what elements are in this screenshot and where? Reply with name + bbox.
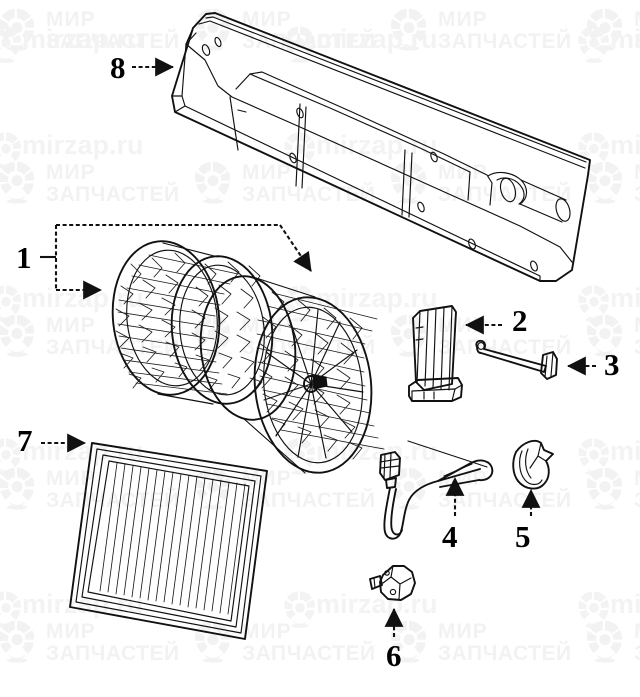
leader-lines [40, 57, 596, 637]
part-blower-housing-cover [171, 12, 591, 282]
part-rubber-grommet [512, 439, 554, 490]
callout-number-7: 7 [17, 423, 33, 458]
callout-number-6: 6 [386, 638, 402, 673]
callout-number-1: 1 [16, 240, 32, 275]
part-cabin-air-filter [69, 442, 268, 640]
callout-number-8: 8 [110, 50, 126, 85]
part-blower-motor [408, 305, 463, 402]
part-motor-mounting-bracket [475, 339, 558, 380]
part-blower-resistor [369, 565, 416, 601]
callout-number-5: 5 [515, 519, 531, 554]
part-wiring-harness [379, 440, 494, 540]
callout-number-2: 2 [512, 303, 528, 338]
callout-number-4: 4 [442, 519, 458, 554]
callout-number-3: 3 [604, 347, 620, 382]
part-blower-fan-wheels [111, 240, 385, 474]
